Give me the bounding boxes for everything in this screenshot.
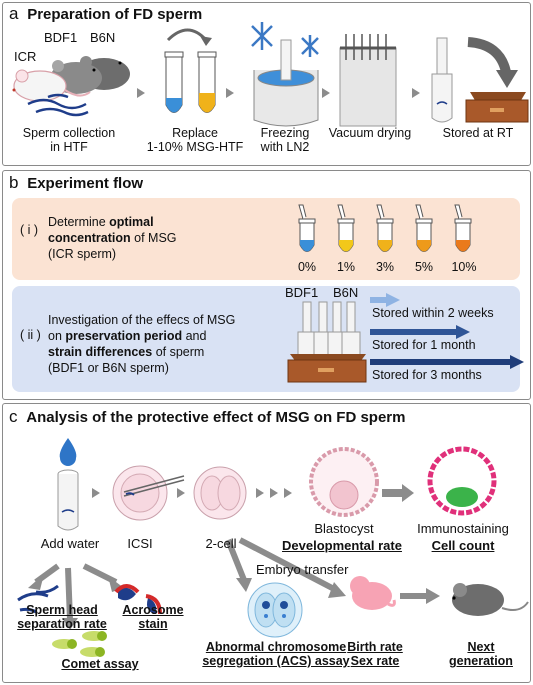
conc-label-0: 0% (297, 260, 317, 274)
period-label-2: Stored for 3 months (372, 368, 482, 382)
immunostained-blastocyst-icon (427, 446, 497, 516)
water-drop-icon (59, 438, 77, 466)
period-arrow-0 (370, 293, 400, 307)
ampoule-icon (431, 37, 453, 123)
embryo-transfer-label: Embryo transfer (256, 562, 349, 577)
conc-label-2: 3% (375, 260, 395, 274)
blastocyst-icon (309, 447, 379, 517)
mouse-icr-icon (12, 69, 91, 102)
panel-a-letter: a (9, 4, 19, 23)
experiment-1-box (12, 198, 520, 280)
exp1-text: Determine optimal concentration of MSG (… (48, 215, 177, 261)
comet-assay-icon (52, 631, 107, 657)
mouse-label-b6n: B6N (90, 30, 116, 45)
step-4-label: Vacuum drying (328, 126, 412, 140)
two-cell-embryo-icon (193, 466, 247, 520)
tube-blue-icon (164, 51, 184, 113)
step-5-label: Stored at RT (442, 126, 514, 140)
panel-a-arrows (137, 88, 420, 98)
ampoules-in-drawer-icon (287, 301, 367, 383)
oocyte-icsi-icon (112, 465, 185, 521)
panel-c-title: Analysis of the protective effect of MSG… (26, 409, 406, 426)
flow-label-icsi: ICSI (127, 536, 153, 551)
mouse-label-icr: ICR (14, 49, 37, 64)
panel-a (2, 2, 531, 166)
exp2-marker: ( ii ) (20, 328, 41, 342)
msg-tube-3-icon (415, 204, 433, 252)
acrosome-icon (114, 584, 162, 615)
panel-b (2, 170, 531, 400)
msg-tube-1-icon (337, 204, 355, 252)
strain-label-bdf1: BDF1 (285, 285, 319, 300)
panel-b-title: Experiment flow (27, 175, 144, 192)
ln2-container-icon (253, 39, 319, 127)
tube-yellow-icon (197, 51, 217, 113)
ampoule-tube-icon (57, 469, 79, 531)
panel-a-title: Preparation of FD sperm (27, 6, 203, 23)
adult-mouse-icon (452, 583, 529, 616)
conc-label-1: 1% (336, 260, 356, 274)
period-label-0: Stored within 2 weeks (372, 306, 494, 320)
flow-label-immunostaining: Immunostaining (417, 521, 509, 536)
sperm-icon (27, 93, 89, 117)
comet-assay-label: Comet assay (61, 657, 139, 671)
exp1-marker: ( i ) (20, 223, 39, 237)
panel-c-header: c Analysis of the protective effect of M… (9, 407, 405, 427)
experiment-2-box (12, 286, 520, 392)
conc-label-3: 5% (414, 260, 434, 274)
panel-b-letter: b (9, 173, 19, 192)
snowflake-icon (251, 22, 319, 57)
exp2-text: Investigation of the effecs of MSG on pr… (48, 313, 236, 375)
flow-label-add-water: Add water (40, 536, 100, 551)
msg-tube-0-icon (298, 204, 316, 252)
sperm-heads-icon (17, 584, 59, 614)
period-arrow-2 (370, 355, 524, 369)
flow-label-blastocyst: Blastocyst (314, 521, 374, 536)
msg-tube-4-icon (454, 204, 472, 252)
mouse-label-bdf1: BDF1 (44, 30, 78, 45)
developmental-rate-label: Developmental rate (282, 538, 402, 553)
panel-b-header: b Experiment flow (9, 173, 143, 193)
acs-embryo-icon (247, 582, 303, 638)
panel-c-branch-arrows (34, 537, 428, 621)
conc-label-4: 10% (451, 260, 477, 274)
panel-c (2, 403, 531, 683)
strain-label-b6n: B6N (333, 285, 359, 300)
panel-c-letter: c (9, 407, 18, 426)
panel-a-header: a Preparation of FD sperm (9, 4, 202, 24)
period-label-1: Stored for 1 month (372, 338, 476, 352)
msg-tube-2-icon (376, 204, 394, 252)
newborn-pup-icon (350, 576, 396, 610)
drawer-icon (465, 92, 529, 123)
period-arrow-1 (370, 325, 470, 339)
vacuum-dryer-icon (339, 34, 397, 127)
panel-c-flow-arrows (92, 484, 414, 502)
storage-arrow-icon (467, 37, 511, 74)
flow-label-2cell: 2-cell (205, 536, 237, 551)
cell-count-label: Cell count (431, 538, 495, 553)
